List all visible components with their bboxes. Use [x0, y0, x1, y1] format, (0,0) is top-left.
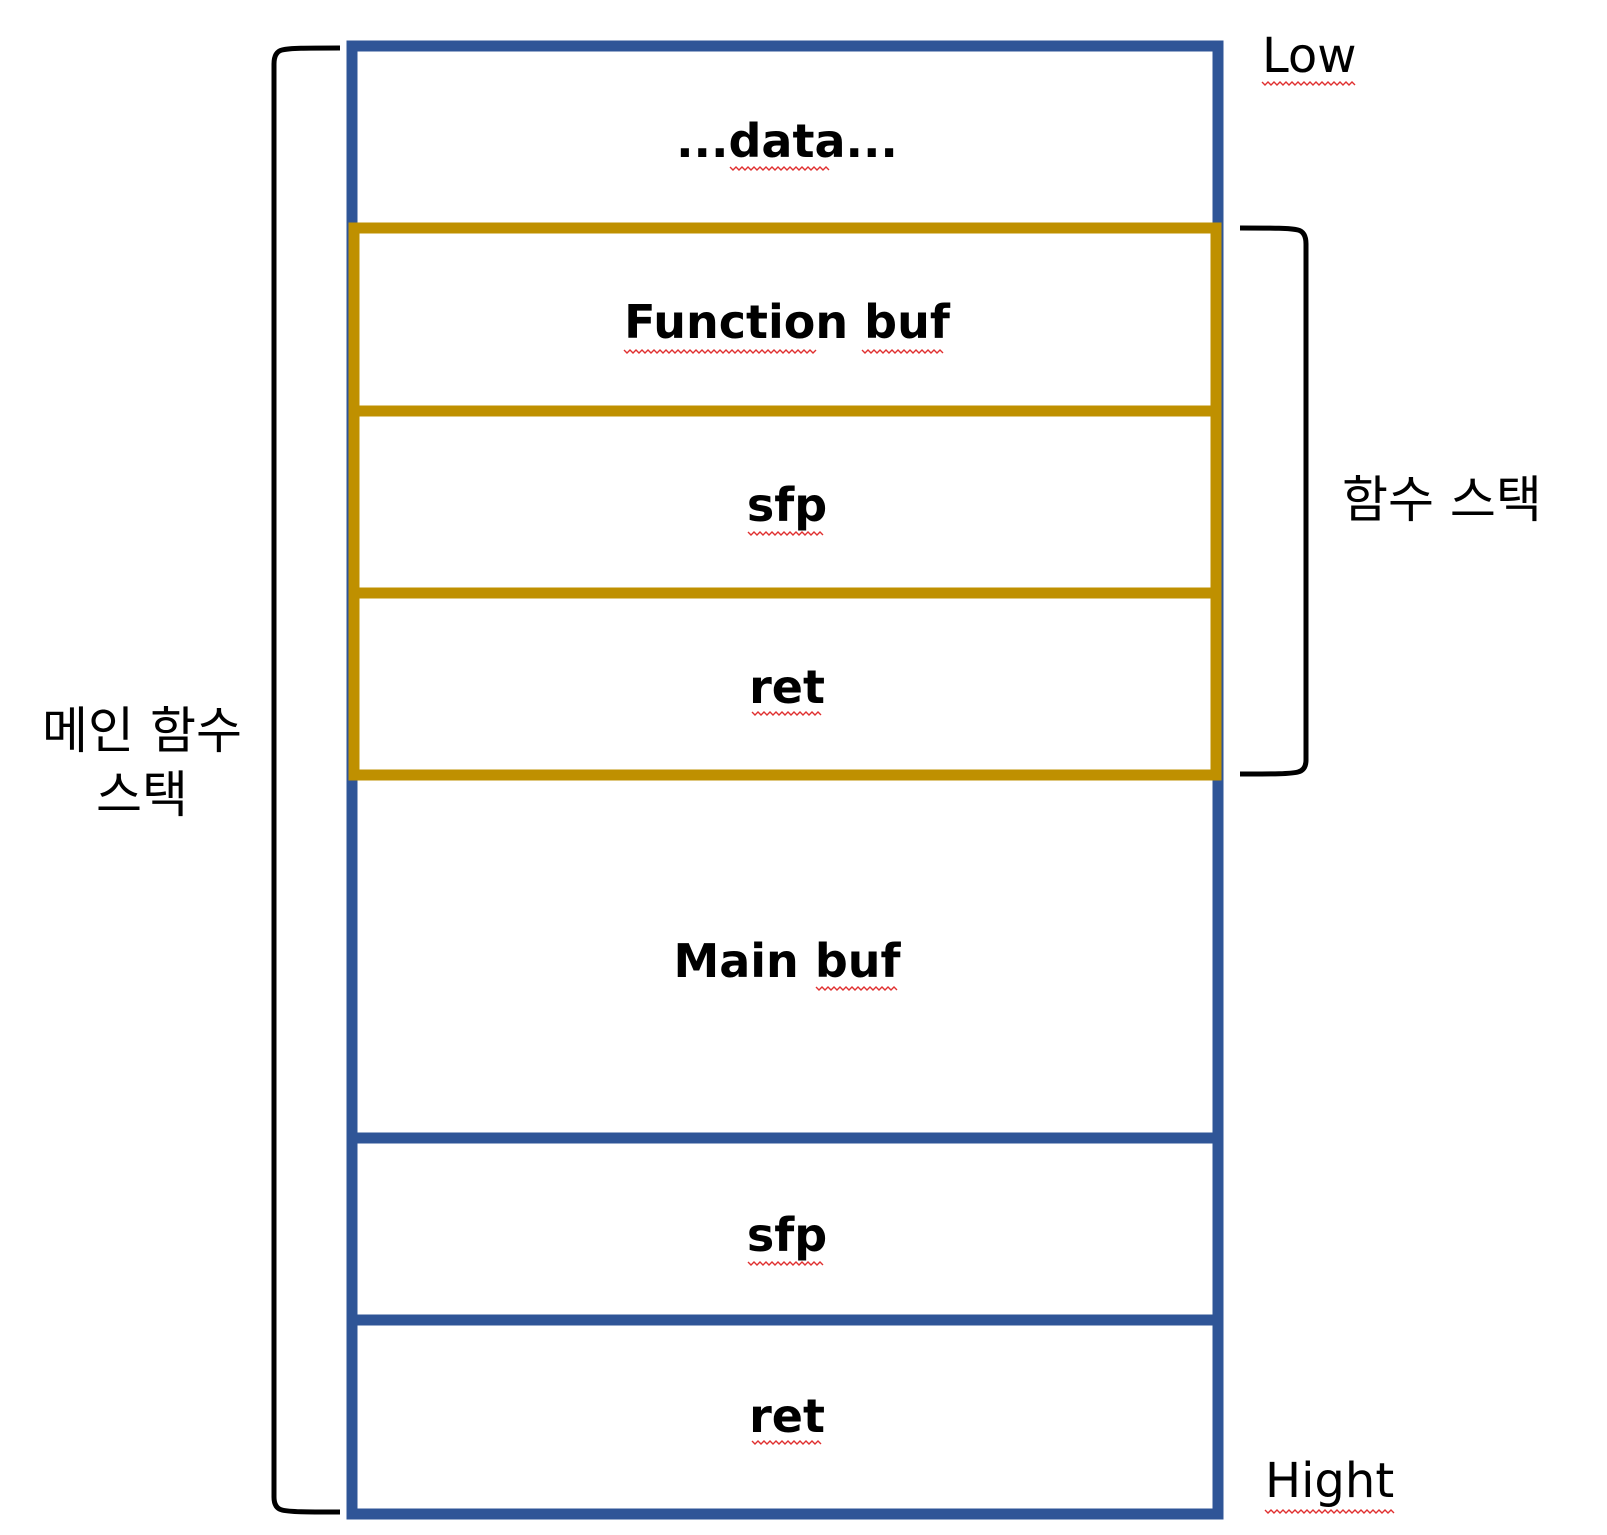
spellcheck-squiggle-function	[623, 349, 817, 354]
spellcheck-squiggle-function-sfp	[747, 531, 824, 536]
main-stack-label-line1: 메인 함수	[42, 702, 242, 760]
high-address-label: Hight	[1265, 1453, 1394, 1509]
spellcheck-squiggle-function-buf	[861, 349, 944, 354]
main-stack-label-line2: 스택	[96, 766, 188, 824]
function-stack-bracket	[1239, 225, 1309, 777]
cell-function-ret-label: ret	[749, 660, 825, 714]
spellcheck-squiggle-main-sfp	[747, 1261, 824, 1266]
cell-function-buf-label: Function buf	[624, 295, 951, 349]
cell-main-sfp-label: sfp	[747, 1208, 827, 1262]
spellcheck-squiggle-main-ret	[751, 1440, 822, 1445]
spellcheck-squiggle-function-ret	[751, 711, 822, 716]
spellcheck-squiggle-main-buf	[815, 986, 898, 991]
spellcheck-squiggle-high	[1264, 1509, 1395, 1514]
cell-main-ret-label: ret	[749, 1389, 825, 1443]
cell-function-sfp-label: sfp	[747, 478, 827, 532]
function-stack-label: 함수 스택	[1342, 471, 1542, 529]
low-address-label: Low	[1262, 28, 1357, 84]
cell-main-buf-label: Main buf	[673, 934, 901, 988]
cell-data-label: ...data...	[676, 114, 898, 168]
spellcheck-squiggle-data	[729, 166, 830, 171]
main-stack-bracket	[271, 45, 341, 1515]
function-stack-box	[348, 222, 1222, 781]
spellcheck-squiggle-low	[1261, 81, 1356, 86]
